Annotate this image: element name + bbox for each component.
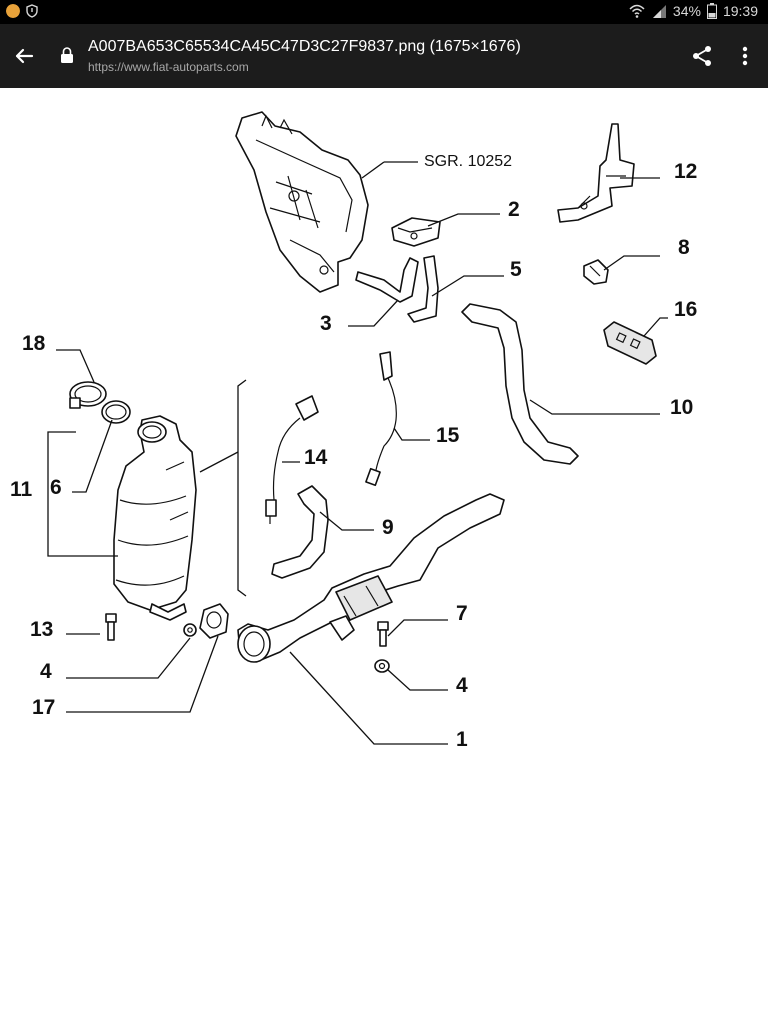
callout-4-left: 4	[40, 660, 52, 683]
lock-icon	[61, 47, 73, 63]
callout-14: 14	[304, 446, 328, 469]
orange-dot-icon	[6, 4, 20, 18]
leader-16	[643, 317, 668, 337]
callout-2: 2	[508, 198, 520, 221]
part-11-catalytic-converter	[113, 415, 197, 621]
exhaust-parts-drawing: SGR. 10252 2 3 5 12	[10, 111, 697, 751]
battery-percent: 34%	[672, 3, 701, 19]
leader-8	[603, 255, 660, 271]
part-3-hose	[355, 257, 419, 303]
part-4-nut-left	[183, 623, 197, 637]
callout-4-right: 4	[456, 674, 468, 697]
share-icon[interactable]	[688, 42, 716, 70]
browser-toolbar: A007BA653C65534CA45C47D3C27F9837.png (16…	[0, 24, 768, 88]
callout-12: 12	[674, 160, 697, 183]
callout-1: 1	[456, 728, 468, 751]
leader-1	[289, 651, 448, 745]
leader-7	[387, 619, 448, 637]
clock: 19:39	[722, 3, 758, 19]
leader-4-left	[66, 637, 191, 679]
part-17-gasket	[199, 603, 229, 639]
callout-16: 16	[674, 298, 697, 321]
part-1-exhaust-pipe	[237, 493, 505, 663]
callout-5: 5	[510, 258, 522, 281]
callout-6: 6	[50, 476, 62, 499]
leader-9	[319, 511, 374, 531]
shield-icon	[26, 4, 38, 18]
leader-3	[348, 299, 399, 327]
leader-18	[56, 349, 95, 383]
part-13-bolt	[105, 613, 117, 641]
page-title: A007BA653C65534CA45C47D3C27F9837.png (16…	[88, 38, 521, 55]
group-bracket	[237, 379, 247, 597]
leader-5	[431, 275, 504, 297]
part-10-pipe	[461, 303, 579, 465]
wifi-icon	[629, 4, 645, 18]
battery-icon	[706, 3, 717, 19]
part-16-rubber-hanger	[603, 321, 657, 365]
leader-sgr	[361, 161, 385, 179]
part-12-bracket	[557, 123, 635, 223]
callout-7: 7	[456, 602, 468, 625]
part-9-pipe	[271, 485, 329, 579]
callout-13: 13	[30, 618, 53, 641]
part-14-lambda-sensor	[265, 395, 319, 524]
page-url[interactable]: https://www.fiat-autoparts.com	[88, 60, 249, 74]
back-arrow-icon[interactable]	[10, 42, 38, 70]
more-vert-icon[interactable]	[734, 42, 756, 70]
callout-17: 17	[32, 696, 55, 719]
part-5-hose	[407, 255, 439, 323]
callout-3: 3	[320, 312, 332, 335]
heat-shield	[235, 111, 369, 293]
callout-10: 10	[670, 396, 693, 419]
callout-11: 11	[10, 478, 33, 501]
callout-8: 8	[678, 236, 690, 259]
part-7-bolt	[377, 621, 389, 647]
leader-10	[529, 399, 660, 415]
parts-diagram: SGR. 10252 2 3 5 12	[0, 88, 768, 1024]
part-8-clip	[583, 259, 609, 285]
leader-6	[72, 419, 113, 493]
part-15-temp-sensor	[365, 351, 397, 487]
part-4-nut-right	[374, 659, 390, 673]
leader-2	[427, 213, 500, 227]
callout-9: 9	[382, 516, 394, 539]
part-2-pressure-sensor	[391, 217, 441, 247]
callout-15: 15	[436, 424, 460, 447]
leader-15	[393, 427, 430, 441]
leader-17	[66, 635, 219, 713]
callout-18: 18	[22, 332, 46, 355]
reference-label: SGR. 10252	[424, 153, 512, 170]
group-leader	[199, 451, 239, 473]
status-bar: 34% 19:39	[0, 0, 768, 24]
signal-icon	[652, 5, 666, 18]
part-18-clamp	[69, 381, 107, 409]
part-6-gasket	[101, 400, 131, 424]
leader-11	[47, 431, 118, 557]
leader-4-right	[387, 669, 448, 691]
